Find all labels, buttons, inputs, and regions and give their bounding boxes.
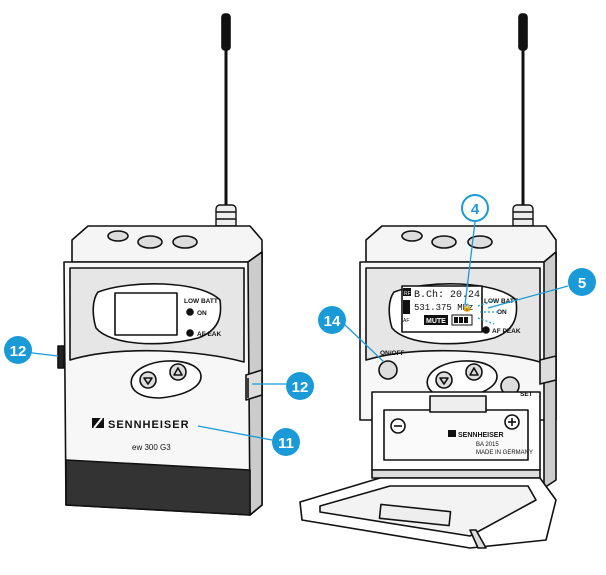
left-knob-a bbox=[137, 235, 163, 249]
svg-text:12: 12 bbox=[292, 379, 309, 396]
left-low-batt-label: LOW BATT bbox=[184, 298, 218, 305]
right-on-label: ON bbox=[497, 309, 507, 316]
battery-hinge bbox=[371, 469, 541, 479]
svg-text:12: 12 bbox=[10, 343, 27, 360]
left-led-on bbox=[186, 308, 194, 316]
lcd-lock-icon: 🔒 bbox=[462, 303, 472, 312]
left-up-button[interactable] bbox=[169, 363, 187, 381]
left-down-button[interactable] bbox=[139, 371, 157, 389]
right-set-label: SET bbox=[520, 391, 533, 398]
left-model-text: ew 300 G3 bbox=[132, 443, 171, 452]
battery-model: BA 2015 bbox=[476, 442, 499, 448]
right-down-button[interactable] bbox=[435, 371, 453, 389]
left-af-peak-label: AF EAK bbox=[197, 331, 222, 338]
right-lcd-content: RF B.Ch: 20.24 531.375 MHz 🔒 AF MUTE bbox=[403, 288, 480, 326]
callout-14: 14 bbox=[318, 306, 346, 334]
callout-4: 4 bbox=[461, 194, 489, 222]
left-down-arrow-icon bbox=[143, 377, 153, 385]
callout-12-right: 12 bbox=[286, 372, 314, 400]
callout-11: 11 bbox=[272, 428, 300, 456]
right-device bbox=[299, 13, 557, 549]
svg-text:14: 14 bbox=[324, 313, 341, 330]
right-up-arrow-icon bbox=[469, 367, 479, 376]
right-top-cap bbox=[365, 225, 557, 263]
left-brand-text: SENNHEISER bbox=[108, 419, 190, 431]
right-antenna-tip bbox=[518, 13, 528, 51]
left-bottom-band bbox=[65, 459, 251, 516]
svg-text:11: 11 bbox=[278, 435, 294, 452]
left-side-contact bbox=[57, 345, 65, 369]
right-up-button[interactable] bbox=[465, 363, 483, 381]
battery-origin: MADE IN GERMANY bbox=[476, 450, 533, 456]
lcd-channel: B.Ch: 20.24 bbox=[414, 289, 480, 301]
callout-leaders bbox=[23, 221, 569, 441]
left-up-arrow-icon bbox=[173, 367, 183, 376]
lcd-rf-label: RF bbox=[404, 291, 411, 297]
right-af-peak-label: AF PEAK bbox=[492, 328, 521, 335]
right-on-off-label: ON/OFF bbox=[380, 350, 405, 357]
left-device bbox=[57, 13, 263, 516]
right-on-off-button[interactable] bbox=[378, 360, 398, 380]
callout-12-left: 12 bbox=[4, 336, 32, 364]
left-side-clip bbox=[245, 369, 263, 401]
left-jack bbox=[107, 230, 129, 242]
right-low-batt-label: LOW BATT bbox=[484, 298, 518, 305]
lcd-frequency: 531.375 MHz bbox=[414, 303, 473, 313]
battery-brand-logo bbox=[448, 430, 456, 437]
left-on-label: ON bbox=[197, 310, 207, 317]
svg-text:5: 5 bbox=[578, 275, 586, 292]
callout-5: 5 bbox=[568, 268, 596, 296]
left-top-cap bbox=[71, 225, 263, 263]
battery-brand: SENNHEISER bbox=[458, 432, 504, 439]
right-down-arrow-icon bbox=[439, 377, 449, 385]
svg-text:4: 4 bbox=[471, 201, 480, 218]
left-brand-logo bbox=[92, 417, 104, 429]
right-led-af bbox=[482, 326, 490, 334]
left-antenna-tip bbox=[221, 13, 231, 51]
lcd-mute: MUTE bbox=[426, 318, 446, 325]
left-display bbox=[114, 292, 178, 336]
left-knob-b bbox=[172, 235, 198, 249]
lcd-af-label: AF bbox=[403, 318, 409, 324]
left-led-af bbox=[186, 329, 194, 337]
right-side-clip bbox=[539, 355, 557, 385]
